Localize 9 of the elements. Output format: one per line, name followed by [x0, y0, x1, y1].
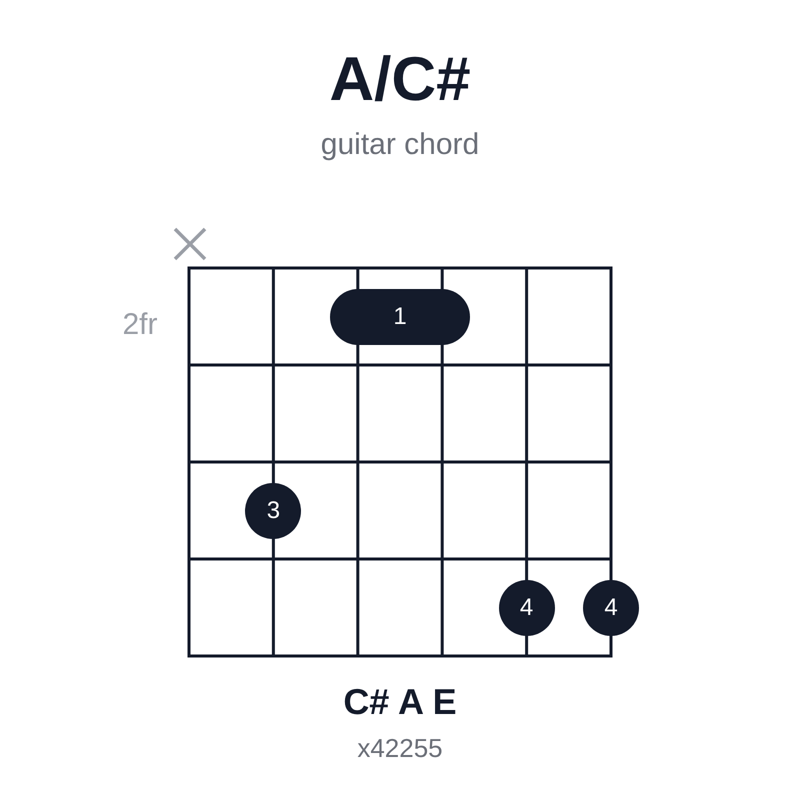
- chord-title: A/C#: [328, 46, 472, 114]
- fret-position-label: 2fr: [121, 308, 158, 341]
- finger-dot: 4: [583, 580, 639, 636]
- subtitle: guitar chord: [320, 128, 480, 161]
- finger-dot: 3: [245, 482, 302, 538]
- chord-notes: C# A E: [342, 682, 458, 722]
- barre-bar: 1: [330, 288, 470, 344]
- fingering-code: x42255: [356, 734, 444, 763]
- finger-dot: 4: [498, 580, 555, 636]
